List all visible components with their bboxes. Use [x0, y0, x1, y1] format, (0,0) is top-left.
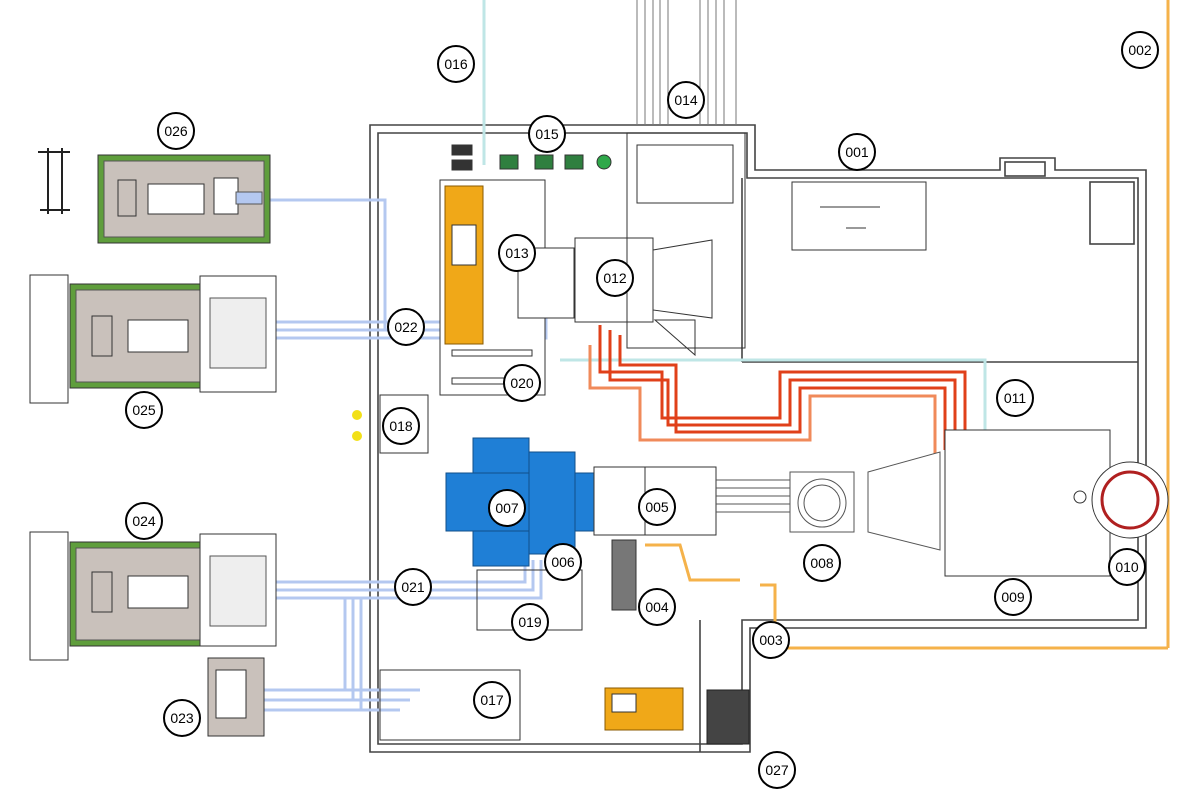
- callout-label: 026: [164, 123, 188, 139]
- shaft-008: [716, 451, 941, 551]
- callout-013: 013: [498, 234, 536, 272]
- hot-pipes: [588, 325, 967, 530]
- callout-011: 011: [996, 379, 1034, 417]
- callout-005: 005: [638, 488, 676, 526]
- turbine-009: [944, 429, 1169, 577]
- gear-004: [611, 539, 637, 611]
- callout-label: 012: [603, 270, 627, 286]
- callout-label: 011: [1004, 390, 1027, 406]
- building-walls: [369, 124, 1147, 753]
- transformer-025: [29, 274, 277, 404]
- callout-018: 018: [382, 407, 420, 445]
- callout-027: 027: [758, 751, 796, 789]
- callout-014: 014: [667, 81, 705, 119]
- callout-010: 010: [1108, 548, 1146, 586]
- callout-020: 020: [503, 364, 541, 402]
- callout-label: 005: [645, 499, 669, 515]
- control-panel-015: [451, 144, 612, 171]
- callout-label: 021: [401, 579, 425, 595]
- callout-label: 024: [132, 513, 156, 529]
- callout-004: 004: [638, 588, 676, 626]
- callout-label: 003: [759, 632, 783, 648]
- callout-label: 006: [551, 554, 575, 570]
- callout-label: 014: [674, 92, 698, 108]
- callout-012: 012: [596, 259, 634, 297]
- callout-label: 010: [1115, 559, 1139, 575]
- callout-016: 016: [437, 45, 475, 83]
- callout-002: 002: [1121, 31, 1159, 69]
- small-busbar: [38, 148, 70, 214]
- water-pipe: [482, 0, 987, 430]
- callout-006: 006: [544, 543, 582, 581]
- callout-label: 023: [170, 710, 194, 726]
- callout-007: 007: [488, 489, 526, 527]
- callout-label: 022: [394, 319, 418, 335]
- transformer-023: [207, 657, 265, 737]
- callout-003: 003: [752, 621, 790, 659]
- callout-label: 009: [1001, 589, 1025, 605]
- callout-015: 015: [528, 115, 566, 153]
- tank-027: [706, 689, 750, 745]
- callout-024: 024: [125, 502, 163, 540]
- callout-label: 017: [480, 692, 504, 708]
- callout-017: 017: [473, 681, 511, 719]
- callout-008: 008: [803, 544, 841, 582]
- room-001: [791, 181, 927, 251]
- callout-025: 025: [125, 391, 163, 429]
- callouts: 001 002 003 004 005 006 007 008 009 010 …: [125, 31, 1159, 789]
- callout-label: 007: [495, 500, 519, 516]
- orange-pipe: [645, 0, 1170, 650]
- callout-001: 001: [838, 133, 876, 171]
- callout-label: 020: [510, 375, 534, 391]
- callout-label: 013: [505, 245, 529, 261]
- generator-012: [517, 237, 713, 357]
- callout-009: 009: [994, 578, 1032, 616]
- callout-label: 004: [645, 599, 669, 615]
- callout-label: 002: [1128, 42, 1152, 58]
- callout-026: 026: [157, 112, 195, 150]
- callout-label: 008: [810, 555, 834, 571]
- callout-label: 015: [535, 126, 559, 142]
- callout-021: 021: [394, 568, 432, 606]
- callout-label: 019: [518, 614, 542, 630]
- yellow-bench: [604, 687, 684, 731]
- callout-label: 025: [132, 402, 156, 418]
- room-top: [626, 132, 746, 349]
- callout-label: 027: [765, 762, 789, 778]
- callout-023: 023: [163, 699, 201, 737]
- callout-019: 019: [511, 603, 549, 641]
- rack-017: [379, 669, 521, 741]
- transformer-024: [29, 531, 277, 661]
- callout-label: 001: [845, 144, 869, 160]
- transformer-026: [97, 154, 271, 244]
- callout-label: 016: [444, 56, 468, 72]
- callout-label: 018: [389, 418, 413, 434]
- panel-018: [352, 394, 429, 454]
- callout-022: 022: [387, 308, 425, 346]
